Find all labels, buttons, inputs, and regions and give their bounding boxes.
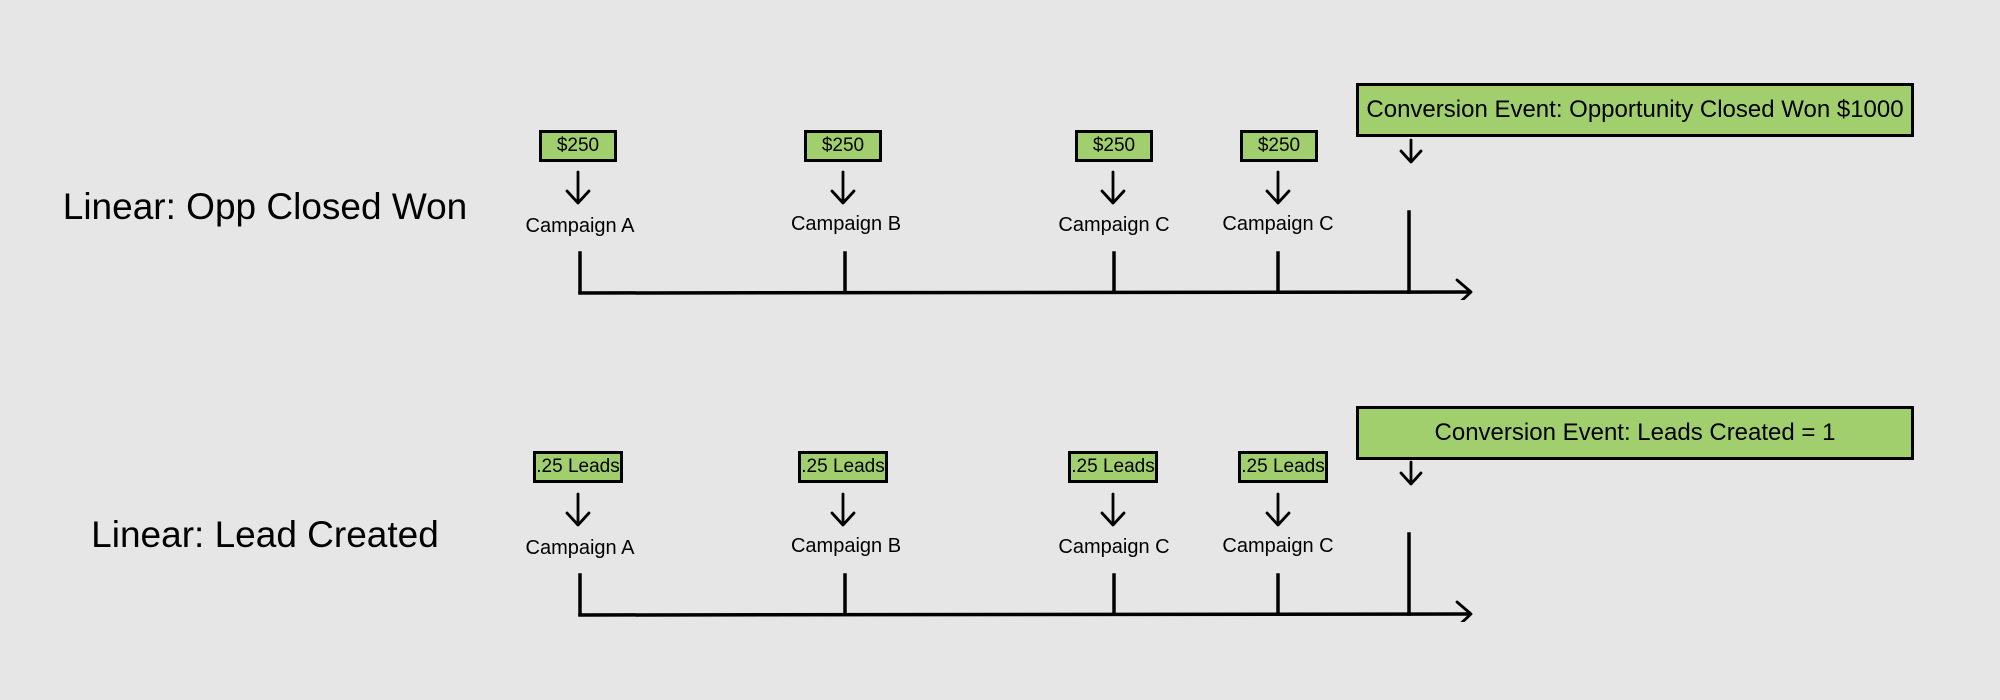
down-arrow-icon xyxy=(565,492,591,527)
timeline-graphics xyxy=(565,138,1473,300)
down-arrow-icon xyxy=(1265,170,1291,205)
down-arrow-icon xyxy=(1399,138,1423,164)
down-arrow-icon xyxy=(1265,492,1291,527)
row-title: Linear: Opp Closed Won xyxy=(62,186,468,227)
row-title: Linear: Lead Created xyxy=(91,514,439,555)
credit-badge: $250 xyxy=(1240,130,1318,162)
timeline-arrowhead xyxy=(1455,600,1473,622)
credit-badge: .25 Leads xyxy=(533,451,623,483)
lead-created-row: Linear: Lead Created xyxy=(0,322,2000,622)
credit-badge: .25 Leads xyxy=(798,451,888,483)
credit-badge: .25 Leads xyxy=(1068,451,1158,483)
down-arrow-icon xyxy=(1100,170,1126,205)
down-arrow-icon xyxy=(830,492,856,527)
down-arrow-icon xyxy=(1399,460,1423,486)
opp-closed-won-row: Linear: Opp Closed Won xyxy=(0,0,2000,300)
campaign-label: Campaign C xyxy=(1058,214,1170,236)
timeline-axis xyxy=(578,612,1470,617)
timeline-axis xyxy=(578,290,1470,295)
campaign-label: Campaign A xyxy=(525,537,635,559)
campaign-label: Campaign B xyxy=(790,213,902,235)
campaign-label: Campaign B xyxy=(790,535,902,557)
down-arrow-icon xyxy=(1100,492,1126,527)
down-arrow-icon xyxy=(830,170,856,205)
conversion-event-box: Conversion Event: Leads Created = 1 xyxy=(1356,406,1914,460)
campaign-label: Campaign C xyxy=(1222,535,1334,557)
conversion-event-box: Conversion Event: Opportunity Closed Won… xyxy=(1356,83,1914,137)
campaign-label: Campaign C xyxy=(1058,536,1170,558)
down-arrow-icon xyxy=(565,170,591,205)
timeline-arrowhead xyxy=(1455,278,1473,300)
credit-badge: $250 xyxy=(804,130,882,162)
campaign-label: Campaign C xyxy=(1222,213,1334,235)
credit-badge: .25 Leads xyxy=(1238,451,1328,483)
timeline-graphics xyxy=(565,460,1473,622)
campaign-label: Campaign A xyxy=(525,215,635,237)
credit-badge: $250 xyxy=(539,130,617,162)
credit-badge: $250 xyxy=(1075,130,1153,162)
